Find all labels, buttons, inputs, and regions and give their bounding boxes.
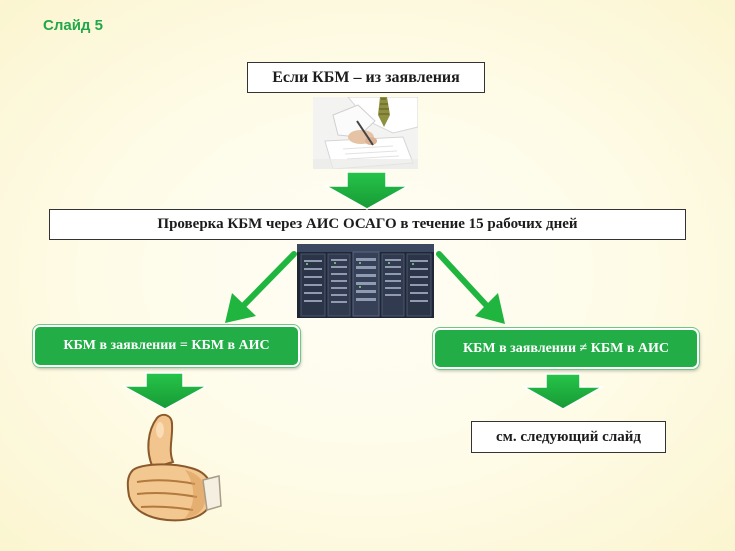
- kbm-check-box: Проверка КБМ через АИС ОСАГО в течение 1…: [49, 209, 686, 240]
- kbm-not-equal-label: КБМ в заявлении ≠ КБМ в АИС: [462, 340, 669, 356]
- thumbs-up-image: [115, 410, 225, 525]
- person-writing-drawing: [313, 97, 418, 169]
- next-slide-label: см. следующий слайд: [496, 428, 641, 445]
- kbm-from-application-box: Если КБМ – из заявления: [247, 62, 485, 93]
- kbm-from-application-label: Если КБМ – из заявления: [272, 68, 460, 86]
- diagonal-arrow-left-icon: [225, 251, 297, 323]
- kbm-equal-box: КБМ в заявлении = КБМ в АИС: [33, 325, 300, 367]
- server-racks-drawing: [297, 244, 434, 318]
- person-writing-image: [313, 97, 418, 169]
- down-arrow-top-icon: [323, 171, 411, 210]
- kbm-check-label: Проверка КБМ через АИС ОСАГО в течение 1…: [157, 216, 578, 232]
- down-arrow-right-icon: [521, 373, 605, 410]
- kbm-not-equal-box: КБМ в заявлении ≠ КБМ в АИС: [433, 328, 699, 369]
- server-racks-image: [297, 244, 434, 318]
- thumbs-up-drawing: [126, 413, 222, 522]
- next-slide-box: см. следующий слайд: [471, 421, 666, 453]
- down-arrow-left-icon: [122, 372, 208, 410]
- slide-label: Слайд 5: [43, 17, 103, 34]
- kbm-equal-label: КБМ в заявлении = КБМ в АИС: [63, 338, 270, 353]
- diagonal-arrow-right-icon: [436, 251, 505, 324]
